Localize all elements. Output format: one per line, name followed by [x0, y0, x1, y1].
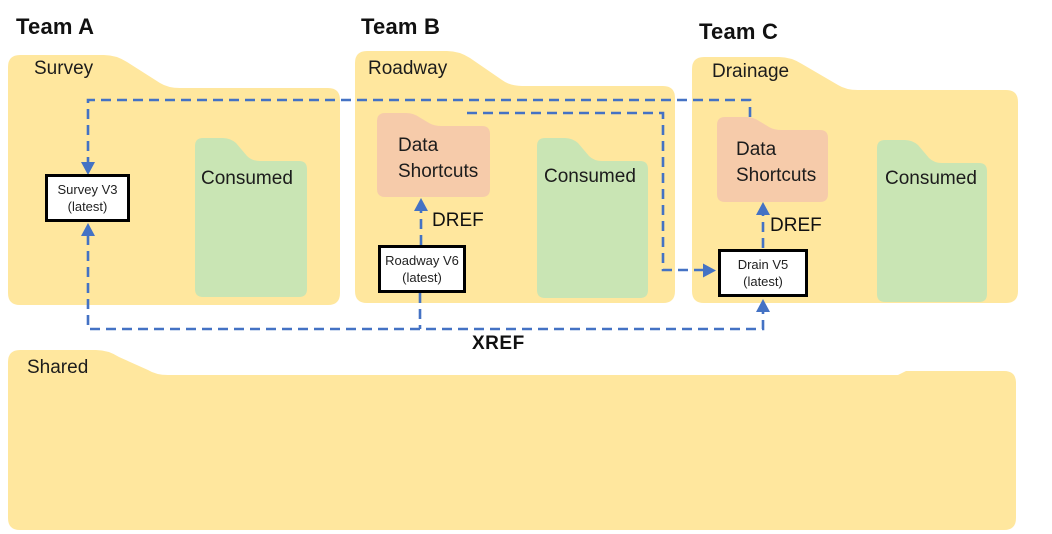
drainage-consumed-label: Consumed — [885, 168, 977, 189]
xref-label: XREF — [472, 333, 525, 354]
roadway-consumed-label: Consumed — [544, 166, 636, 187]
arrowhead-into-drain-v5-left — [703, 263, 716, 278]
shared-folder-label: Shared — [27, 357, 89, 378]
survey-v3-file-box: Survey V3 (latest) — [45, 174, 130, 222]
roadway-v6-line1: Roadway V6 — [385, 253, 459, 268]
drainage-data-shortcuts-folder-shape — [717, 117, 828, 202]
xref-connector-main — [86, 235, 765, 331]
drainage-shortcuts-line2: Shortcuts — [736, 165, 817, 186]
survey-consumed-folder-shape — [195, 138, 307, 297]
arrowhead-into-survey-v3-bottom — [81, 223, 95, 236]
roadway-consumed-folder-shape — [537, 138, 648, 298]
shared-folder-shape — [8, 350, 1016, 530]
survey-v3-line2: (latest) — [67, 199, 108, 214]
drainage-folder-label: Drainage — [712, 61, 790, 82]
survey-v3-line1: Survey V3 — [57, 182, 118, 197]
survey-folder-label: Survey — [34, 58, 94, 79]
roadway-shortcuts-line1: Data — [398, 135, 439, 156]
drainage-consumed-folder-shape — [877, 140, 987, 302]
drainage-dref-label: DREF — [770, 215, 822, 236]
drainage-shortcuts-line1: Data — [736, 139, 777, 160]
drain-v5-file-box: Drain V5 (latest) — [718, 249, 808, 297]
team-b-title: Team B — [361, 14, 441, 39]
roadway-shortcuts-line2: Shortcuts — [398, 161, 479, 182]
arrowhead-into-drain-v5-bottom — [756, 299, 770, 312]
drain-v5-line2: (latest) — [743, 274, 783, 289]
drain-v5-line1: Drain V5 — [737, 257, 789, 272]
arrowhead-into-survey-v3-top — [81, 162, 95, 175]
dref-connector-roadway-shortcuts-to-drain-v5 — [467, 111, 703, 272]
survey-consumed-label: Consumed — [201, 168, 293, 189]
team-a-title: Team A — [16, 14, 95, 39]
arrowhead-into-drainage-shortcuts — [756, 202, 770, 215]
roadway-dref-label: DREF — [432, 210, 484, 231]
team-c-title: Team C — [699, 19, 779, 44]
roadway-v6-line2: (latest) — [402, 270, 442, 285]
arrowhead-into-roadway-shortcuts — [414, 198, 428, 211]
dref-connector-drainage-shortcuts-to-survey-v3 — [86, 98, 752, 163]
roadway-folder-label: Roadway — [368, 58, 448, 79]
roadway-v6-file-box: Roadway V6 (latest) — [378, 245, 466, 293]
roadway-data-shortcuts-folder-shape — [377, 113, 490, 197]
